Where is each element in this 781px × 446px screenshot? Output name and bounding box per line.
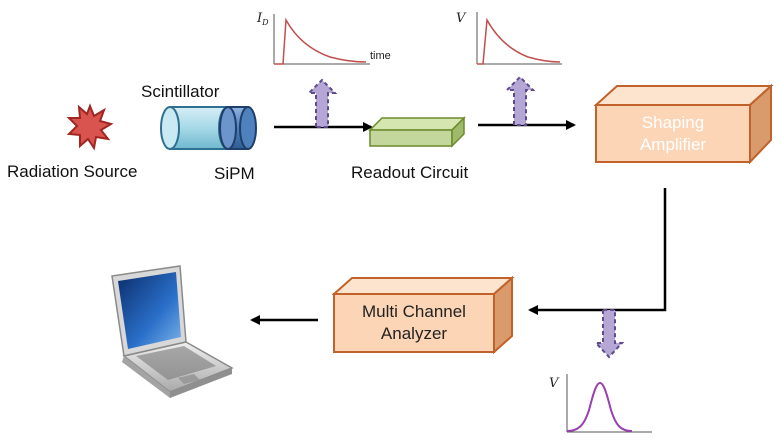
label-shaping-amplifier: Shaping Amplifier: [596, 112, 750, 156]
mca-box: [331, 275, 515, 355]
current-pulse-xlabel: time: [370, 50, 391, 62]
arrow-shaping-to-mca: [528, 188, 667, 315]
current-pulse-ylabel: ID: [256, 11, 269, 27]
readout-circuit-icon: [368, 116, 466, 148]
laptop-icon: [111, 265, 234, 398]
label-sipm: SiPM: [214, 164, 255, 183]
dashed-up-arrow-2: [504, 75, 536, 126]
label-mca-line2: Analyzer: [380, 324, 448, 343]
label-multi-channel-analyzer: Multi Channel Analyzer: [334, 301, 494, 345]
label-radiation-source: Radiation Source: [7, 162, 138, 181]
shaped-pulse-ylabel: V: [549, 376, 560, 391]
current-pulse-plot: ID time: [256, 11, 391, 65]
shaping-amplifier-box: [593, 83, 774, 165]
voltage-pulse-ylabel: V: [456, 11, 467, 26]
dashed-down-arrow: [593, 309, 625, 359]
sipm-icon: [219, 106, 257, 150]
radiation-source-icon: [66, 103, 114, 151]
voltage-pulse-plot: V: [456, 11, 562, 65]
label-mca-line1: Multi Channel: [362, 302, 466, 321]
shaped-pulse-plot: V: [549, 374, 652, 433]
label-readout-circuit: Readout Circuit: [351, 163, 469, 182]
label-shaping-line2: Amplifier: [639, 135, 707, 154]
label-scintillator: Scintillator: [141, 82, 220, 101]
label-shaping-line1: Shaping: [641, 113, 705, 132]
dashed-up-arrow-1: [306, 78, 338, 128]
